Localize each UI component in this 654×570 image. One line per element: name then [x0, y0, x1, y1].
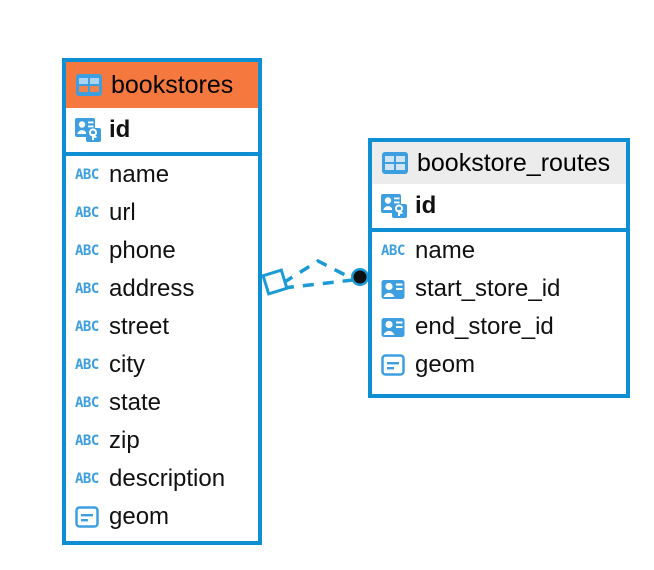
primary-key-divider [66, 152, 258, 156]
field-row-zip[interactable]: ABC zip [66, 422, 258, 460]
field-row-geom[interactable]: geom [66, 498, 258, 536]
abc-text-icon: ABC [75, 319, 99, 335]
geometry-icon [75, 506, 101, 528]
field-label: city [109, 351, 145, 378]
foreign-key-icon [381, 317, 407, 338]
field-row-id[interactable]: id [66, 108, 258, 152]
field-label: phone [109, 237, 176, 264]
field-label: zip [109, 427, 140, 454]
abc-text-icon: ABC [75, 357, 99, 373]
field-list-bookstore-routes: id ABC name start_store_id [372, 184, 626, 384]
field-row-name[interactable]: ABC name [372, 232, 626, 270]
field-row-street[interactable]: ABC street [66, 308, 258, 346]
field-label: street [109, 313, 170, 340]
relationship-line-lower [282, 278, 354, 290]
field-row-end-store-id[interactable]: end_store_id [372, 308, 626, 346]
diamond-endpoint [261, 268, 289, 296]
foreign-key-icon [381, 279, 407, 300]
abc-text-icon: ABC [75, 167, 99, 183]
filled-circle-endpoint [351, 268, 369, 286]
field-label: id [415, 192, 437, 219]
table-icon [76, 74, 102, 96]
field-row-address[interactable]: ABC address [66, 270, 258, 308]
field-row-name[interactable]: ABC name [66, 156, 258, 194]
field-label: address [109, 275, 195, 302]
abc-text-icon: ABC [75, 243, 99, 259]
field-label: url [109, 199, 136, 226]
field-row-phone[interactable]: ABC phone [66, 232, 258, 270]
field-label: end_store_id [415, 313, 554, 340]
field-label: name [109, 161, 170, 188]
field-label: geom [415, 351, 476, 378]
relationship-line-upper [282, 258, 354, 285]
field-label: description [109, 465, 226, 492]
primary-key-divider [372, 228, 626, 232]
entity-header-bookstores[interactable]: bookstores [66, 62, 258, 108]
field-label: id [109, 116, 131, 143]
abc-text-icon: ABC [75, 205, 99, 221]
primary-key-icon [75, 118, 101, 142]
field-label: geom [109, 503, 170, 530]
field-row-state[interactable]: ABC state [66, 384, 258, 422]
field-row-geom[interactable]: geom [372, 346, 626, 384]
abc-text-icon: ABC [75, 395, 99, 411]
field-label: start_store_id [415, 275, 561, 302]
field-row-city[interactable]: ABC city [66, 346, 258, 384]
field-row-url[interactable]: ABC url [66, 194, 258, 232]
entity-title: bookstore_routes [417, 148, 611, 177]
entity-title: bookstores [111, 70, 234, 99]
table-icon [382, 152, 408, 174]
abc-text-icon: ABC [381, 243, 405, 259]
entity-bookstore-routes[interactable]: bookstore_routes [368, 138, 630, 398]
abc-text-icon: ABC [75, 433, 99, 449]
entity-bookstores[interactable]: bookstores id [62, 58, 262, 545]
field-list-bookstores: id ABC name ABC url ABC phone ABC addres… [66, 108, 258, 536]
field-row-start-store-id[interactable]: start_store_id [372, 270, 626, 308]
abc-text-icon: ABC [75, 281, 99, 297]
field-label: name [415, 237, 476, 264]
field-row-description[interactable]: ABC description [66, 460, 258, 498]
field-label: state [109, 389, 162, 416]
primary-key-icon [381, 194, 407, 218]
entity-header-bookstore-routes[interactable]: bookstore_routes [372, 142, 626, 184]
abc-text-icon: ABC [75, 471, 99, 487]
field-row-id[interactable]: id [372, 184, 626, 228]
geometry-icon [381, 354, 407, 376]
